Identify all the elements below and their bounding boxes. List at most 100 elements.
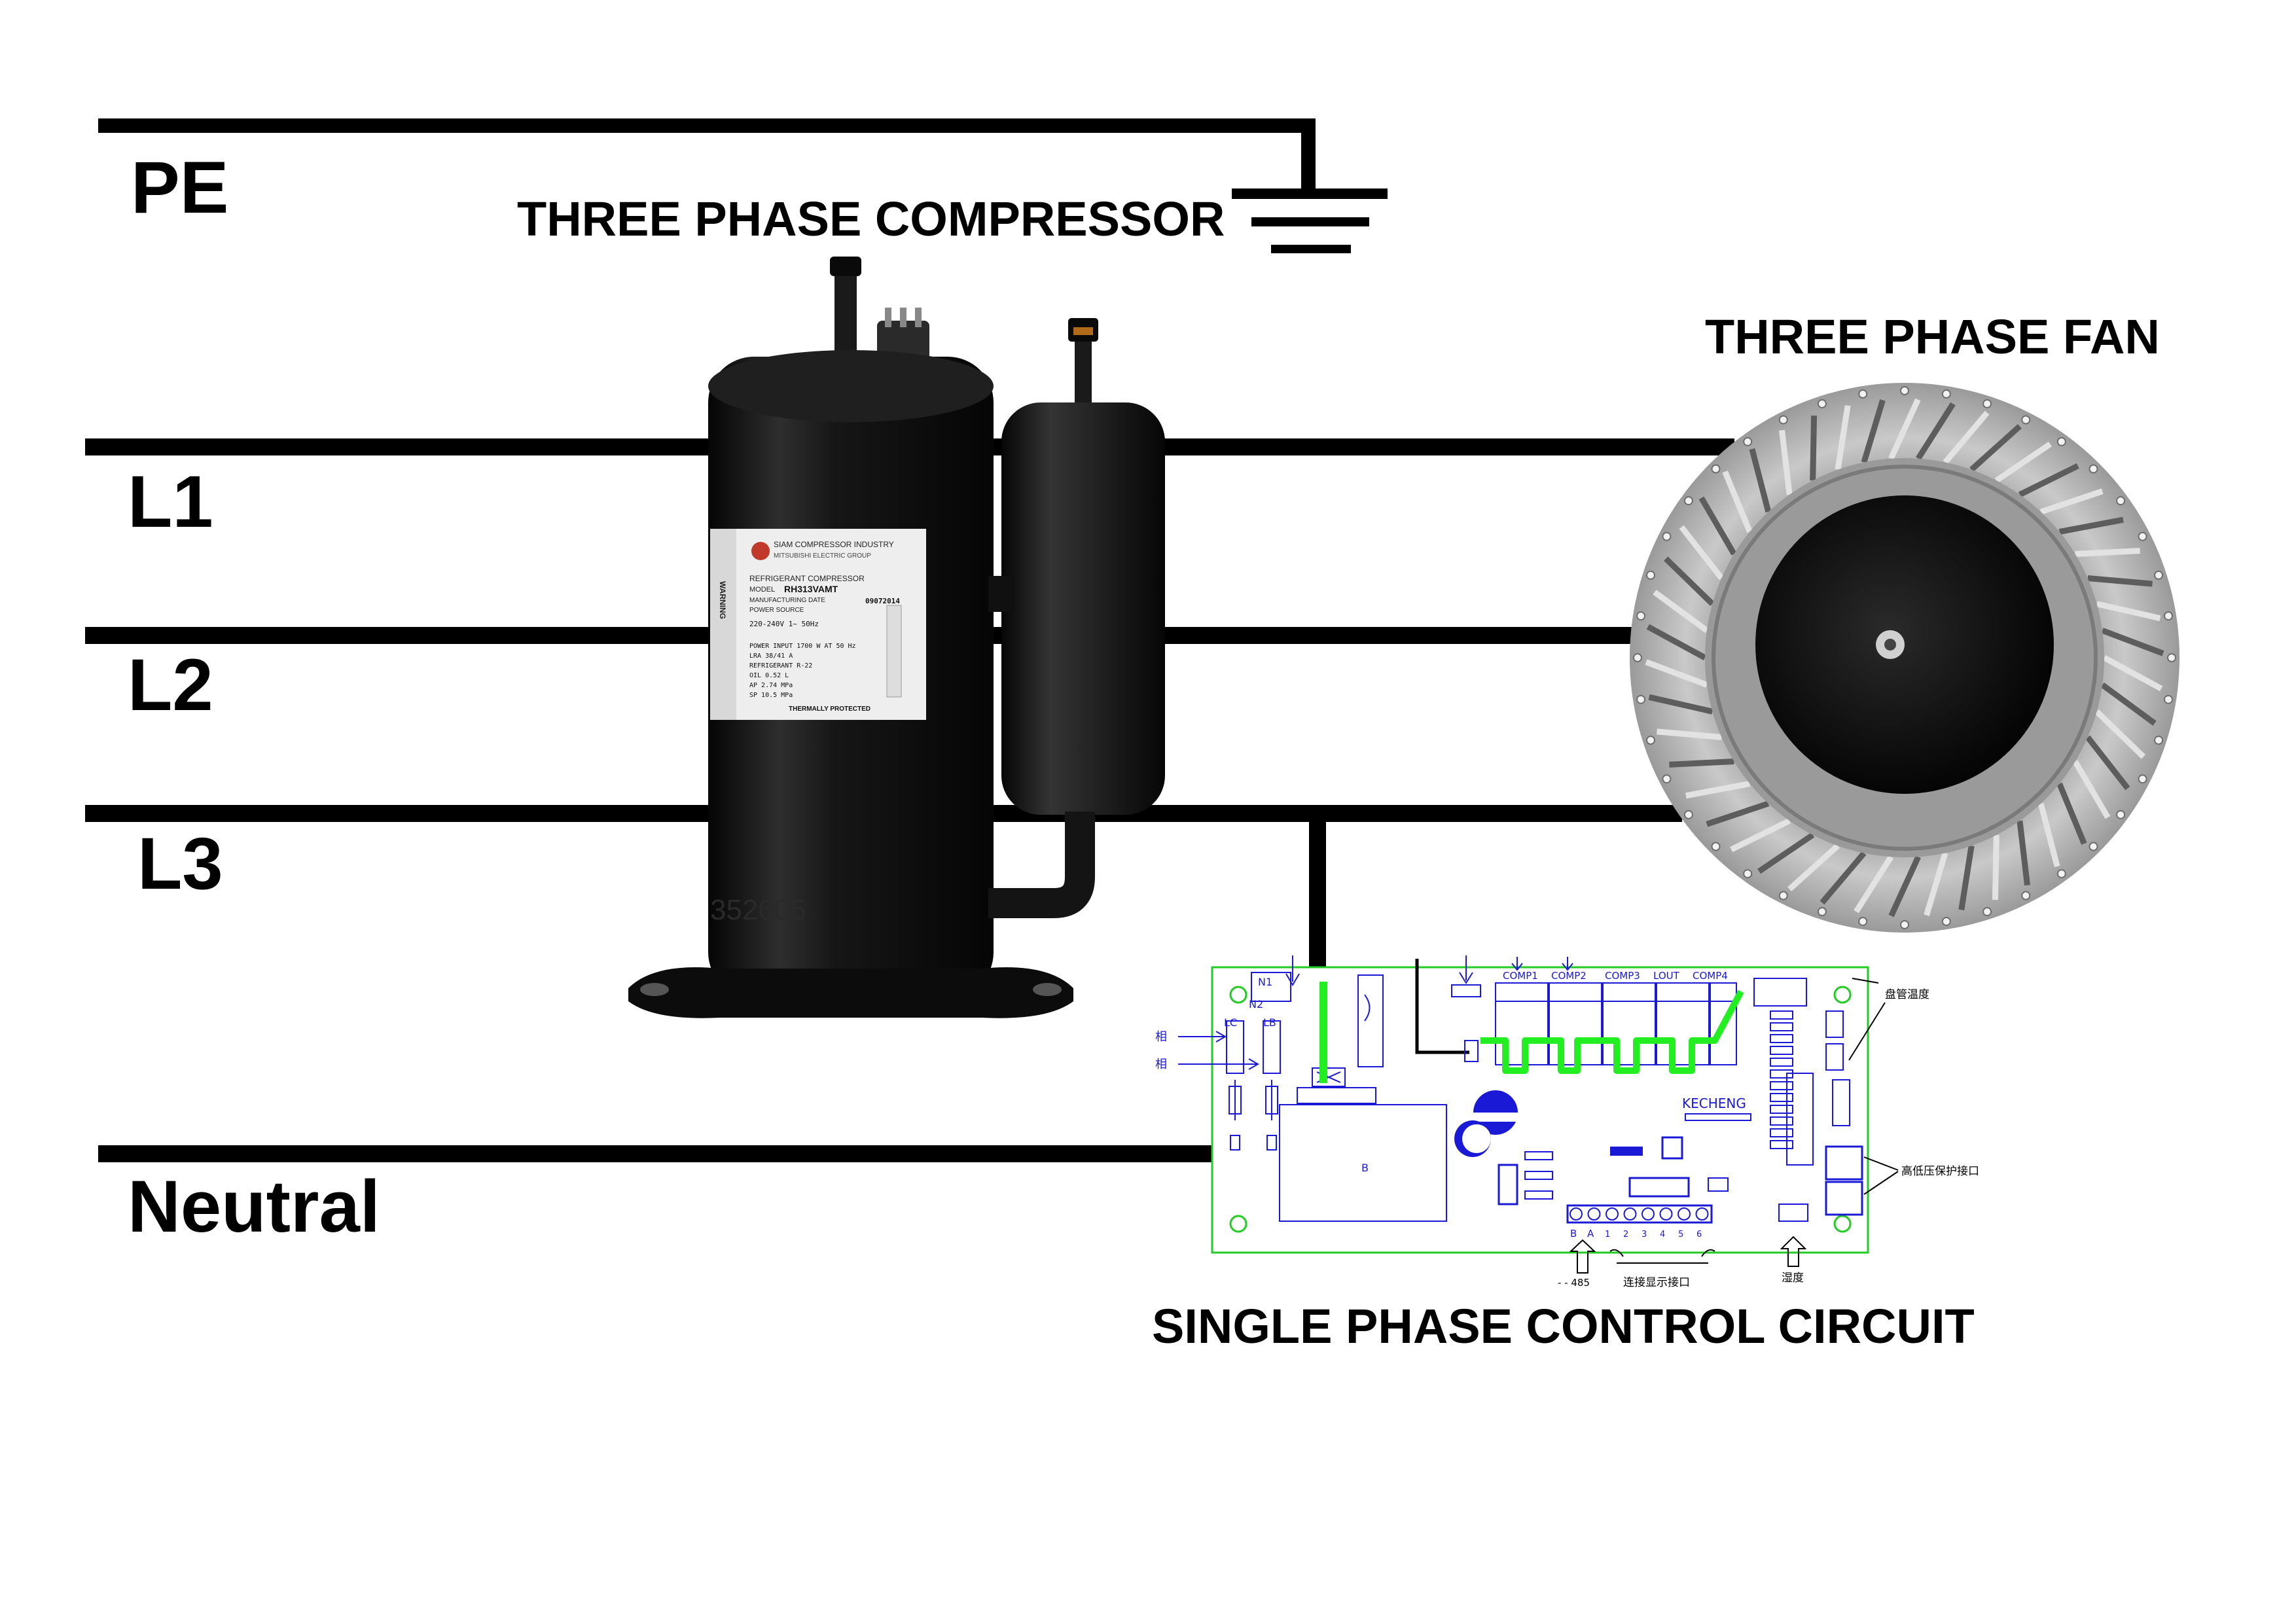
terminal-screw bbox=[1677, 1207, 1691, 1221]
nameplate-warning: WARNING bbox=[718, 581, 727, 619]
l2-label: L2 bbox=[128, 644, 213, 726]
fan-rivet bbox=[2089, 842, 2098, 851]
terminal-screw bbox=[1605, 1207, 1619, 1221]
fan-rivet bbox=[1778, 415, 1788, 425]
control-title: SINGLE PHASE CONTROL CIRCUIT bbox=[1152, 1299, 1975, 1353]
neutral-line bbox=[98, 1145, 1313, 1162]
compressor-nameplate: SIAM COMPRESSOR INDUSTRY MITSUBISHI ELEC… bbox=[710, 529, 926, 720]
terminal-screw bbox=[1570, 1207, 1583, 1221]
transformer bbox=[1279, 1104, 1447, 1222]
control-board: N1 N2 LC LB 相 相 B bbox=[1155, 955, 1979, 1289]
pcb-a: A bbox=[1587, 1228, 1594, 1240]
fan-blade bbox=[2018, 463, 2079, 497]
pcb-outline bbox=[1211, 966, 1869, 1254]
pcb-lout: LOUT bbox=[1653, 970, 1680, 982]
l3-label: L3 bbox=[137, 823, 223, 904]
fan-blade bbox=[1820, 851, 1867, 905]
nameplate-brand: SIAM COMPRESSOR INDUSTRY bbox=[774, 540, 894, 549]
pcb-pin: 6 bbox=[1696, 1230, 1702, 1240]
header-pin bbox=[1770, 1105, 1793, 1114]
fan-rivet bbox=[1711, 464, 1721, 474]
fan-blade bbox=[1958, 845, 1975, 911]
fan-rivet bbox=[1941, 389, 1951, 399]
fan-rivet bbox=[1683, 496, 1693, 506]
fan-blade bbox=[2075, 548, 2140, 558]
pcb-pin: 3 bbox=[1641, 1230, 1647, 1240]
fan-blade bbox=[1779, 429, 1793, 495]
fan-blade bbox=[1810, 415, 1818, 481]
nameplate-model: RH313VAMT bbox=[784, 584, 838, 594]
fan-rivet bbox=[2138, 531, 2147, 541]
fan-blade bbox=[1749, 448, 1772, 513]
nameplate-protected: THERMALLY PROTECTED bbox=[789, 705, 870, 713]
fan-blade bbox=[1653, 590, 1709, 633]
fan-blade bbox=[1685, 781, 1751, 799]
fan-blade bbox=[2072, 760, 2111, 819]
fan-rivet bbox=[1683, 810, 1693, 819]
fan-blade bbox=[1969, 423, 2022, 472]
pcb-transformer-label: B bbox=[1361, 1162, 1369, 1174]
pcb-pin: 5 bbox=[1678, 1230, 1683, 1240]
fan-rivet bbox=[2154, 736, 2164, 745]
fan-blade bbox=[1669, 758, 1734, 768]
fan-rivet bbox=[2116, 810, 2126, 819]
fan-blade bbox=[2100, 682, 2157, 726]
mount-hole bbox=[1833, 986, 1852, 1004]
header-pin bbox=[1770, 1116, 1793, 1126]
fan-rivet bbox=[2154, 570, 2164, 580]
rs485-arrow-icon bbox=[1569, 1239, 1596, 1274]
fan-blade bbox=[2087, 575, 2153, 587]
fan-blade bbox=[1924, 852, 1948, 916]
pcb-header-pins bbox=[1770, 1010, 1793, 1149]
l1-label: L1 bbox=[128, 461, 213, 543]
fan-rivet bbox=[1636, 611, 1646, 621]
fan-blade bbox=[1646, 624, 1707, 660]
nameplate-ap: AP 2.74 MPa bbox=[749, 682, 793, 689]
fan-rivet bbox=[1941, 916, 1951, 926]
fan-blade bbox=[1992, 834, 2000, 901]
fan-rivet bbox=[1711, 842, 1721, 851]
pcb-phase2: 相 bbox=[1155, 1058, 1167, 1071]
fan-blade bbox=[1787, 844, 1840, 892]
pcb-maker: KECHENG bbox=[1682, 1096, 1746, 1111]
fan-rivet bbox=[1858, 389, 1868, 399]
fan-blade bbox=[1835, 404, 1851, 471]
fan-rivet bbox=[1982, 399, 1992, 408]
fan-rivet bbox=[1645, 736, 1655, 745]
fan-rivet bbox=[1778, 891, 1788, 901]
fan-rivet bbox=[2056, 437, 2066, 446]
compressor: SIAM COMPRESSOR INDUSTRY MITSUBISHI ELEC… bbox=[628, 257, 1165, 1018]
fan-blade bbox=[1730, 818, 1791, 853]
fan-blade bbox=[1657, 728, 1722, 740]
fan-rivet bbox=[1817, 399, 1827, 408]
compressor-title: THREE PHASE COMPRESSOR bbox=[517, 192, 1225, 246]
nameplate-type: REFRIGERANT COMPRESSOR bbox=[749, 574, 865, 583]
fan-blade bbox=[2102, 655, 2163, 692]
nameplate-lra: LRA 38/41 A bbox=[749, 652, 793, 660]
header-pin bbox=[1770, 1128, 1793, 1137]
nameplate-group: MITSUBISHI ELECTRIC GROUP bbox=[774, 552, 871, 560]
fan-rivet bbox=[1662, 531, 1672, 541]
header-pin bbox=[1770, 1140, 1793, 1149]
header-pin bbox=[1770, 1081, 1793, 1090]
fan-rivet bbox=[2021, 415, 2031, 425]
fan-rivet bbox=[1817, 907, 1827, 917]
pcb-comp1: COMP1 bbox=[1503, 970, 1538, 982]
fan-rivet bbox=[1645, 570, 1655, 580]
pcb-lc: LC bbox=[1224, 1016, 1237, 1029]
fan-blade bbox=[2017, 820, 2030, 886]
fan-rivet bbox=[1662, 774, 1672, 784]
pcb-display-port: 连接显示接口 bbox=[1623, 1276, 1690, 1289]
pcb-comp2: COMP2 bbox=[1551, 970, 1587, 982]
nameplate-refrigerant: REFRIGERANT R-22 bbox=[749, 662, 812, 669]
fan-blade bbox=[1679, 525, 1724, 580]
fan-blade bbox=[2094, 709, 2145, 759]
header-pin bbox=[1770, 1093, 1793, 1102]
terminal-strip bbox=[1566, 1204, 1713, 1224]
pcb-rs485: - - 485 bbox=[1558, 1277, 1590, 1289]
pcb-pressure-port: 高低压保护接口 bbox=[1901, 1165, 1979, 1178]
pcb-pin: 1 bbox=[1605, 1230, 1610, 1240]
fan-rivet bbox=[1743, 869, 1753, 879]
header-pin bbox=[1770, 1010, 1793, 1020]
